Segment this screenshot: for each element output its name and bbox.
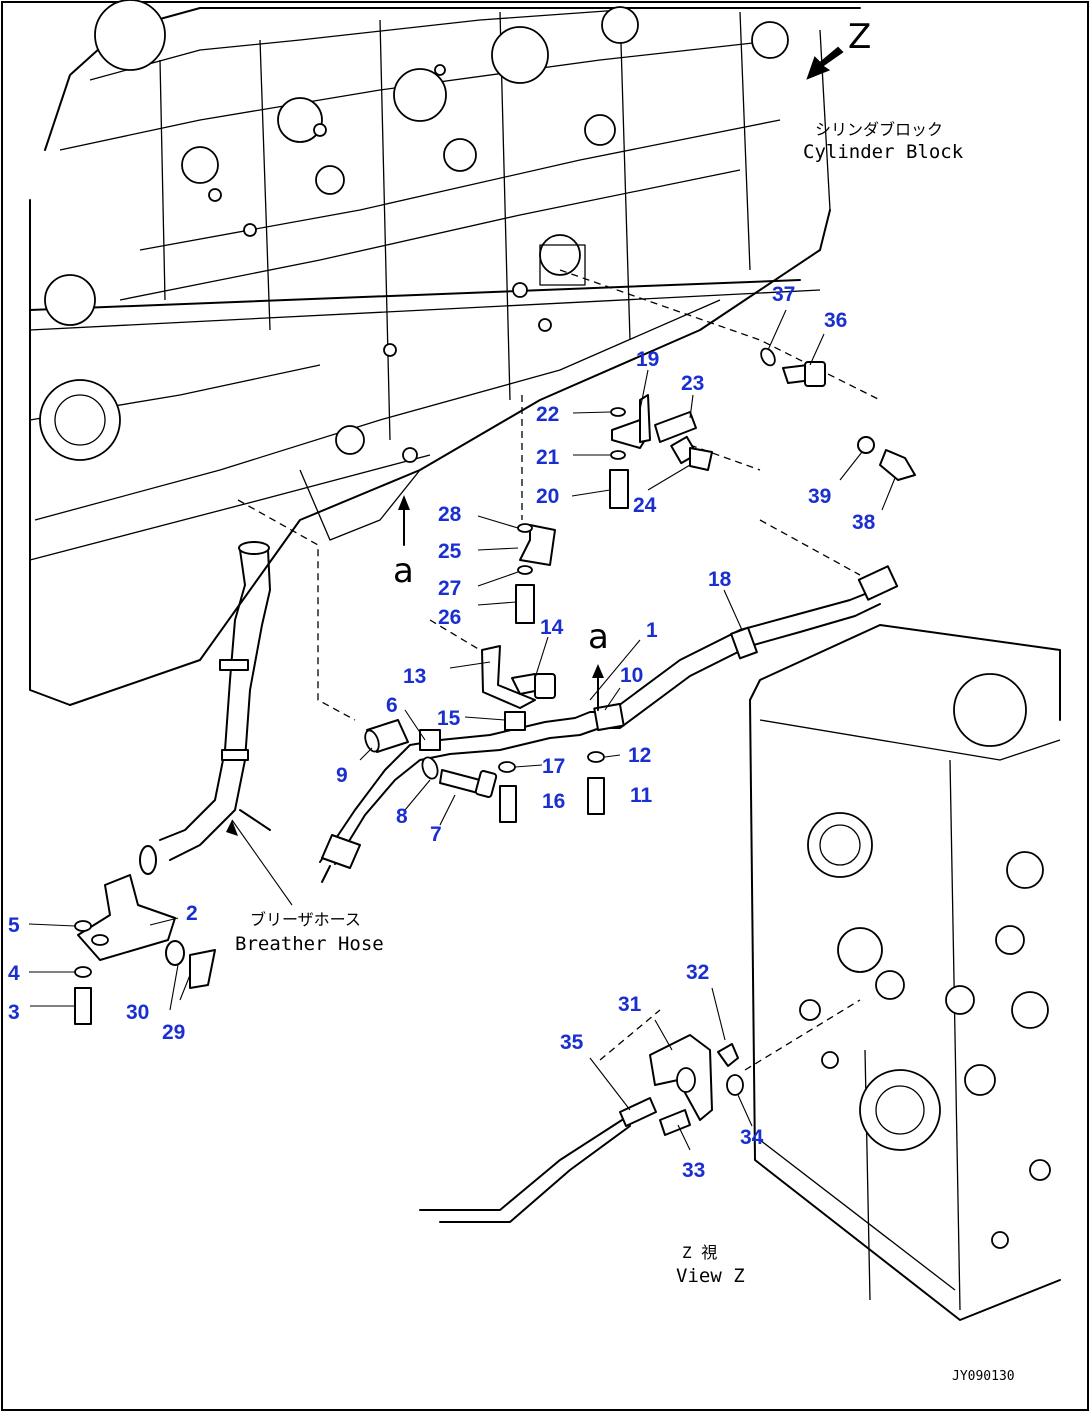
callout-13: 13 (403, 665, 426, 688)
callout-30: 30 (126, 1001, 149, 1024)
callout-4: 4 (8, 962, 20, 985)
callout-20: 20 (536, 485, 559, 508)
callout-5: 5 (8, 914, 20, 937)
callout-36: 36 (824, 309, 847, 332)
callout-numbers: 1 2 3 4 5 6 7 8 9 10 11 12 13 14 15 16 1… (8, 283, 876, 1182)
callout-24: 24 (633, 494, 657, 517)
callout-22: 22 (536, 403, 559, 426)
callout-7: 7 (430, 823, 442, 846)
callout-1: 1 (646, 619, 658, 642)
callout-6: 6 (386, 694, 398, 717)
callout-26: 26 (438, 606, 461, 629)
view-z-label-en: View Z (676, 1265, 745, 1287)
callout-3: 3 (8, 1001, 20, 1024)
callout-19: 19 (636, 348, 659, 371)
callout-15: 15 (437, 707, 461, 730)
hardware-parts (74, 347, 916, 1223)
callout-39: 39 (808, 485, 831, 508)
callout-33: 33 (682, 1159, 705, 1182)
front-block-drawing (749, 624, 1061, 1321)
breather-hose-label-jp: ブリーザホース (250, 910, 361, 929)
arrow-a-lower-head-icon (592, 664, 604, 678)
cylinder-block-label-jp: シリンダブロック (815, 120, 943, 139)
breather-hose (159, 541, 271, 861)
callout-34: 34 (740, 1126, 764, 1149)
callout-35: 35 (560, 1031, 584, 1054)
breather-hose-label-en: Breather Hose (235, 933, 384, 955)
callout-18: 18 (708, 568, 732, 591)
callout-12: 12 (628, 744, 651, 767)
callout-10: 10 (620, 664, 643, 687)
text-labels: Z シリンダブロック Cylinder Block ブリーザホース Breath… (235, 17, 1015, 1384)
view-letter: Z (848, 17, 871, 57)
view-z-arrow-icon (806, 46, 844, 80)
callout-14: 14 (540, 616, 564, 639)
callout-28: 28 (438, 503, 462, 526)
callout-9: 9 (336, 764, 348, 787)
callout-29: 29 (162, 1021, 185, 1044)
callout-11: 11 (630, 784, 653, 807)
drawing-id: JY090130 (952, 1369, 1015, 1384)
callout-2: 2 (186, 902, 198, 925)
ref-a-lower: a (588, 617, 609, 657)
direction-arrows (398, 46, 844, 711)
callout-16: 16 (542, 790, 565, 813)
callout-21: 21 (536, 446, 560, 469)
callout-37: 37 (772, 283, 795, 306)
breather-bracket (77, 845, 176, 961)
callout-32: 32 (686, 961, 709, 984)
callout-27: 27 (438, 577, 461, 600)
view-z-label-jp: Z 視 (682, 1243, 717, 1262)
callout-38: 38 (852, 511, 876, 534)
ref-a-upper: a (393, 551, 414, 591)
cylinder-block-drawing (29, 0, 861, 706)
reference-lines (237, 269, 881, 1071)
callout-31: 31 (618, 993, 642, 1016)
leader-lines (28, 309, 896, 1151)
callout-23: 23 (681, 372, 704, 395)
callout-17: 17 (542, 755, 565, 778)
tube-harness (319, 565, 899, 883)
arrow-a-upper-head-icon (398, 495, 410, 510)
callout-8: 8 (396, 805, 408, 828)
callout-25: 25 (438, 540, 462, 563)
cylinder-block-label-en: Cylinder Block (803, 141, 964, 163)
